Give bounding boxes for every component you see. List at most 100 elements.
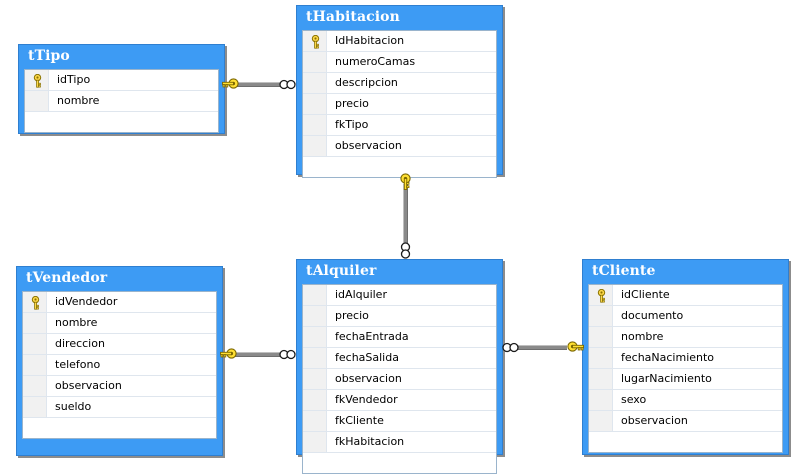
relationship-tCliente-tAlquiler[interactable]	[502, 341, 584, 355]
field-name: sueldo	[55, 400, 92, 413]
field-name: fkVendedor	[335, 393, 398, 406]
field-gutter	[303, 73, 327, 93]
field-name: nombre	[57, 94, 100, 107]
field-row[interactable]: fkTipo	[303, 115, 496, 136]
field-row[interactable]: observacion	[303, 136, 496, 157]
field-gutter	[589, 411, 613, 431]
field-row[interactable]: fkCliente	[303, 411, 496, 432]
table-tTipo[interactable]: tTipo idTipo nombre	[18, 44, 225, 134]
field-row[interactable]: telefono	[23, 355, 216, 376]
field-name	[48, 112, 218, 132]
table-tAlquiler[interactable]: tAlquiler idAlquiler precio fechaEntrada fec…	[296, 259, 503, 474]
many-cardinality-infinity-icon	[279, 349, 296, 360]
field-row[interactable]: lugarNacimiento	[589, 369, 782, 390]
relationship-tTipo-tHabitacion[interactable]	[222, 78, 296, 92]
field-row[interactable]: descripcion	[303, 73, 496, 94]
field-name: IdHabitacion	[335, 34, 405, 47]
field-gutter	[25, 91, 49, 111]
field-row[interactable]: precio	[303, 306, 496, 327]
field-gutter	[23, 376, 47, 396]
table-title: tTipo	[28, 48, 70, 64]
field-row[interactable]: observacion	[589, 411, 782, 432]
relationship-tVendedor-tAlquiler[interactable]	[220, 348, 296, 362]
primary-key-gutter	[25, 70, 49, 90]
field-name: nombre	[621, 330, 664, 343]
field-gutter	[589, 369, 613, 389]
field-row[interactable]: idAlquiler	[303, 285, 496, 306]
field-row[interactable]: nombre	[23, 313, 216, 334]
field-gutter	[589, 390, 613, 410]
field-row[interactable]: sueldo	[23, 397, 216, 418]
field-row[interactable]: IdHabitacion	[303, 31, 496, 52]
relationship-line	[514, 345, 567, 350]
table-title: tVendedor	[26, 270, 108, 286]
field-gutter	[303, 432, 327, 452]
field-gutter	[303, 94, 327, 114]
table-title: tAlquiler	[306, 263, 377, 279]
field-gutter	[589, 348, 613, 368]
field-row[interactable]: nombre	[589, 327, 782, 348]
field-row[interactable]: fkHabitacion	[303, 432, 496, 453]
field-name: fkTipo	[335, 118, 369, 131]
field-list: idTipo nombre	[24, 69, 219, 133]
field-row[interactable]: documento	[589, 306, 782, 327]
field-gutter	[589, 306, 613, 326]
field-row[interactable]: observacion	[303, 369, 496, 390]
field-gutter	[303, 285, 327, 305]
primary-key-gutter	[303, 31, 327, 51]
field-row[interactable]: direccion	[23, 334, 216, 355]
field-row-empty[interactable]	[589, 432, 782, 452]
field-name: fkCliente	[335, 414, 384, 427]
field-name: descripcion	[335, 76, 398, 89]
field-row[interactable]: nombre	[25, 91, 218, 112]
key-icon	[310, 34, 321, 49]
relationship-line	[403, 184, 408, 246]
field-name: idAlquiler	[335, 288, 387, 301]
many-cardinality-infinity-icon	[279, 79, 296, 90]
field-row-empty[interactable]	[303, 157, 496, 177]
field-row[interactable]: fkVendedor	[303, 390, 496, 411]
field-list: IdHabitacion numeroCamas descripcion precio…	[302, 30, 497, 178]
field-row-empty[interactable]	[303, 453, 496, 473]
field-row[interactable]: observacion	[23, 376, 216, 397]
one-cardinality-key-icon	[566, 340, 586, 353]
field-name: sexo	[621, 393, 647, 406]
field-gutter	[589, 327, 613, 347]
field-row[interactable]: idCliente	[589, 285, 782, 306]
relationship-line	[235, 82, 281, 87]
field-row[interactable]: precio	[303, 94, 496, 115]
field-gutter	[23, 313, 47, 333]
key-icon	[596, 288, 607, 303]
field-row-empty[interactable]	[25, 112, 218, 132]
table-title: tCliente	[592, 263, 656, 279]
field-gutter	[303, 136, 327, 156]
field-row[interactable]: fechaEntrada	[303, 327, 496, 348]
field-row[interactable]: sexo	[589, 390, 782, 411]
key-icon	[30, 295, 41, 310]
field-row[interactable]: fechaSalida	[303, 348, 496, 369]
relationship-line	[233, 352, 281, 357]
field-gutter	[303, 157, 326, 177]
field-row[interactable]: fechaNacimiento	[589, 348, 782, 369]
field-name: observacion	[621, 414, 688, 427]
field-gutter	[303, 390, 327, 410]
one-cardinality-key-icon	[399, 173, 412, 193]
field-name: fechaEntrada	[335, 330, 409, 343]
field-gutter	[303, 306, 327, 326]
field-row[interactable]: idTipo	[25, 70, 218, 91]
field-name: direccion	[55, 337, 105, 350]
field-gutter	[303, 52, 327, 72]
field-row[interactable]: numeroCamas	[303, 52, 496, 73]
field-row-empty[interactable]	[23, 418, 216, 438]
field-row[interactable]: idVendedor	[23, 292, 216, 313]
relationship-tHabitacion-tAlquiler[interactable]	[399, 173, 414, 259]
field-gutter	[303, 115, 327, 135]
field-gutter	[23, 355, 47, 375]
field-name: precio	[335, 97, 369, 110]
